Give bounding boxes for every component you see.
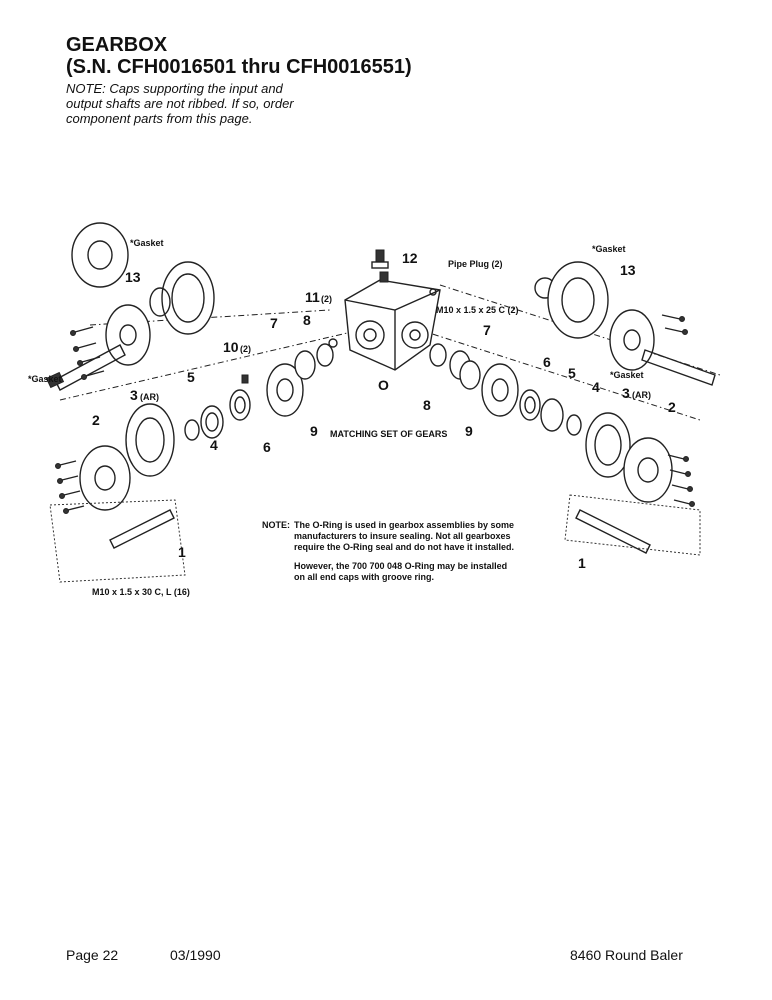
label-10-qty: (2) [240,344,251,354]
note-line: NOTE: Caps supporting the input and [66,81,283,96]
left-axis-line [59,329,361,401]
left-stack [79,343,334,511]
pipe-plug-part [371,249,389,269]
note-line: on all end caps with groove ring. [294,572,434,582]
bolts-upper-left [70,326,105,380]
label-7-right: 7 [483,322,491,338]
label-5-left: 5 [187,369,195,385]
label-6-left: 6 [263,439,271,455]
bolts-upper-right [661,314,688,335]
label-4-left: 4 [210,437,218,453]
note-line: manufacturers to insure sealing. Not all… [294,531,511,541]
serial-range-subtitle: (S.N. CFH0016501 thru CFH0016551) [66,56,412,78]
label-8-left: 8 [303,312,311,328]
label-gasket-tr: *Gasket [592,244,626,254]
label-3-left-qty: (AR) [140,392,159,402]
label-matching-gears: MATCHING SET OF GEARS [330,429,447,439]
part-11-pin [328,338,338,348]
label-12: 12 [402,250,418,266]
label-gasket-mr: *Gasket [610,370,644,380]
label-9-right: 9 [465,423,473,439]
label-gasket-ml: *Gasket [28,374,62,384]
label-2-right: 2 [668,399,676,415]
left-shaft-outline [49,499,186,583]
label-3-left: 3 [130,387,138,403]
label-4-right: 4 [592,379,600,395]
gearbox-housing [344,271,441,371]
label-8-right: 8 [423,397,431,413]
note-line: The O-Ring is used in gearbox assemblies… [294,520,514,530]
label-m10-25: M10 x 1.5 x 25 C (2) [436,305,519,315]
note-line: output shafts are not ribbed. If so, ord… [66,96,294,111]
label-7-left: 7 [270,315,278,331]
label-13-left: 13 [125,269,141,285]
label-11: 11 [305,289,320,305]
upper-left-end-cap [45,222,215,391]
footer-page: Page 22 [66,947,119,963]
label-2-left: 2 [92,412,100,428]
label-10: 10 [223,339,239,355]
note-line: component parts from this page. [66,111,253,126]
label-1-right: 1 [578,555,586,571]
header-note: NOTE: Caps supporting the input and outp… [66,81,326,126]
label-gasket-tl: *Gasket [130,238,164,248]
bolts-lower-left [55,460,85,514]
right-stack [429,343,673,503]
label-m10-30: M10 x 1.5 x 30 C, L (16) [92,587,190,597]
label-small-o: O [378,377,389,393]
label-13-right: 13 [620,262,636,278]
right-axis-line [419,329,701,421]
note-line: require the O-Ring seal and do not have … [294,542,514,552]
note-line: However, the 700 700 048 O-Ring may be i… [294,561,507,571]
label-1-left: 1 [178,544,186,560]
note-prefix: NOTE: [262,520,290,530]
upper-right-end-cap [534,261,716,386]
gearbox-exploded-diagram: *Gasket 13 12 Pipe Plug (2) 11 (2) M10 x… [28,222,721,597]
bolts-lower-right [667,454,695,507]
label-6-right: 6 [543,354,551,370]
page-title: GEARBOX [66,34,168,56]
footer-product: 8460 Round Baler [570,947,683,963]
label-3-right: 3 [622,385,630,401]
label-3-right-qty: (AR) [632,390,651,400]
label-11-qty: (2) [321,294,332,304]
label-5-right: 5 [568,365,576,381]
footer-date: 03/1990 [170,947,221,963]
left-shaft [109,509,175,549]
label-pipe-plug: Pipe Plug (2) [448,259,503,269]
pipe-plug-small [429,288,437,296]
label-9-left: 9 [310,423,318,439]
right-shaft [575,509,651,554]
